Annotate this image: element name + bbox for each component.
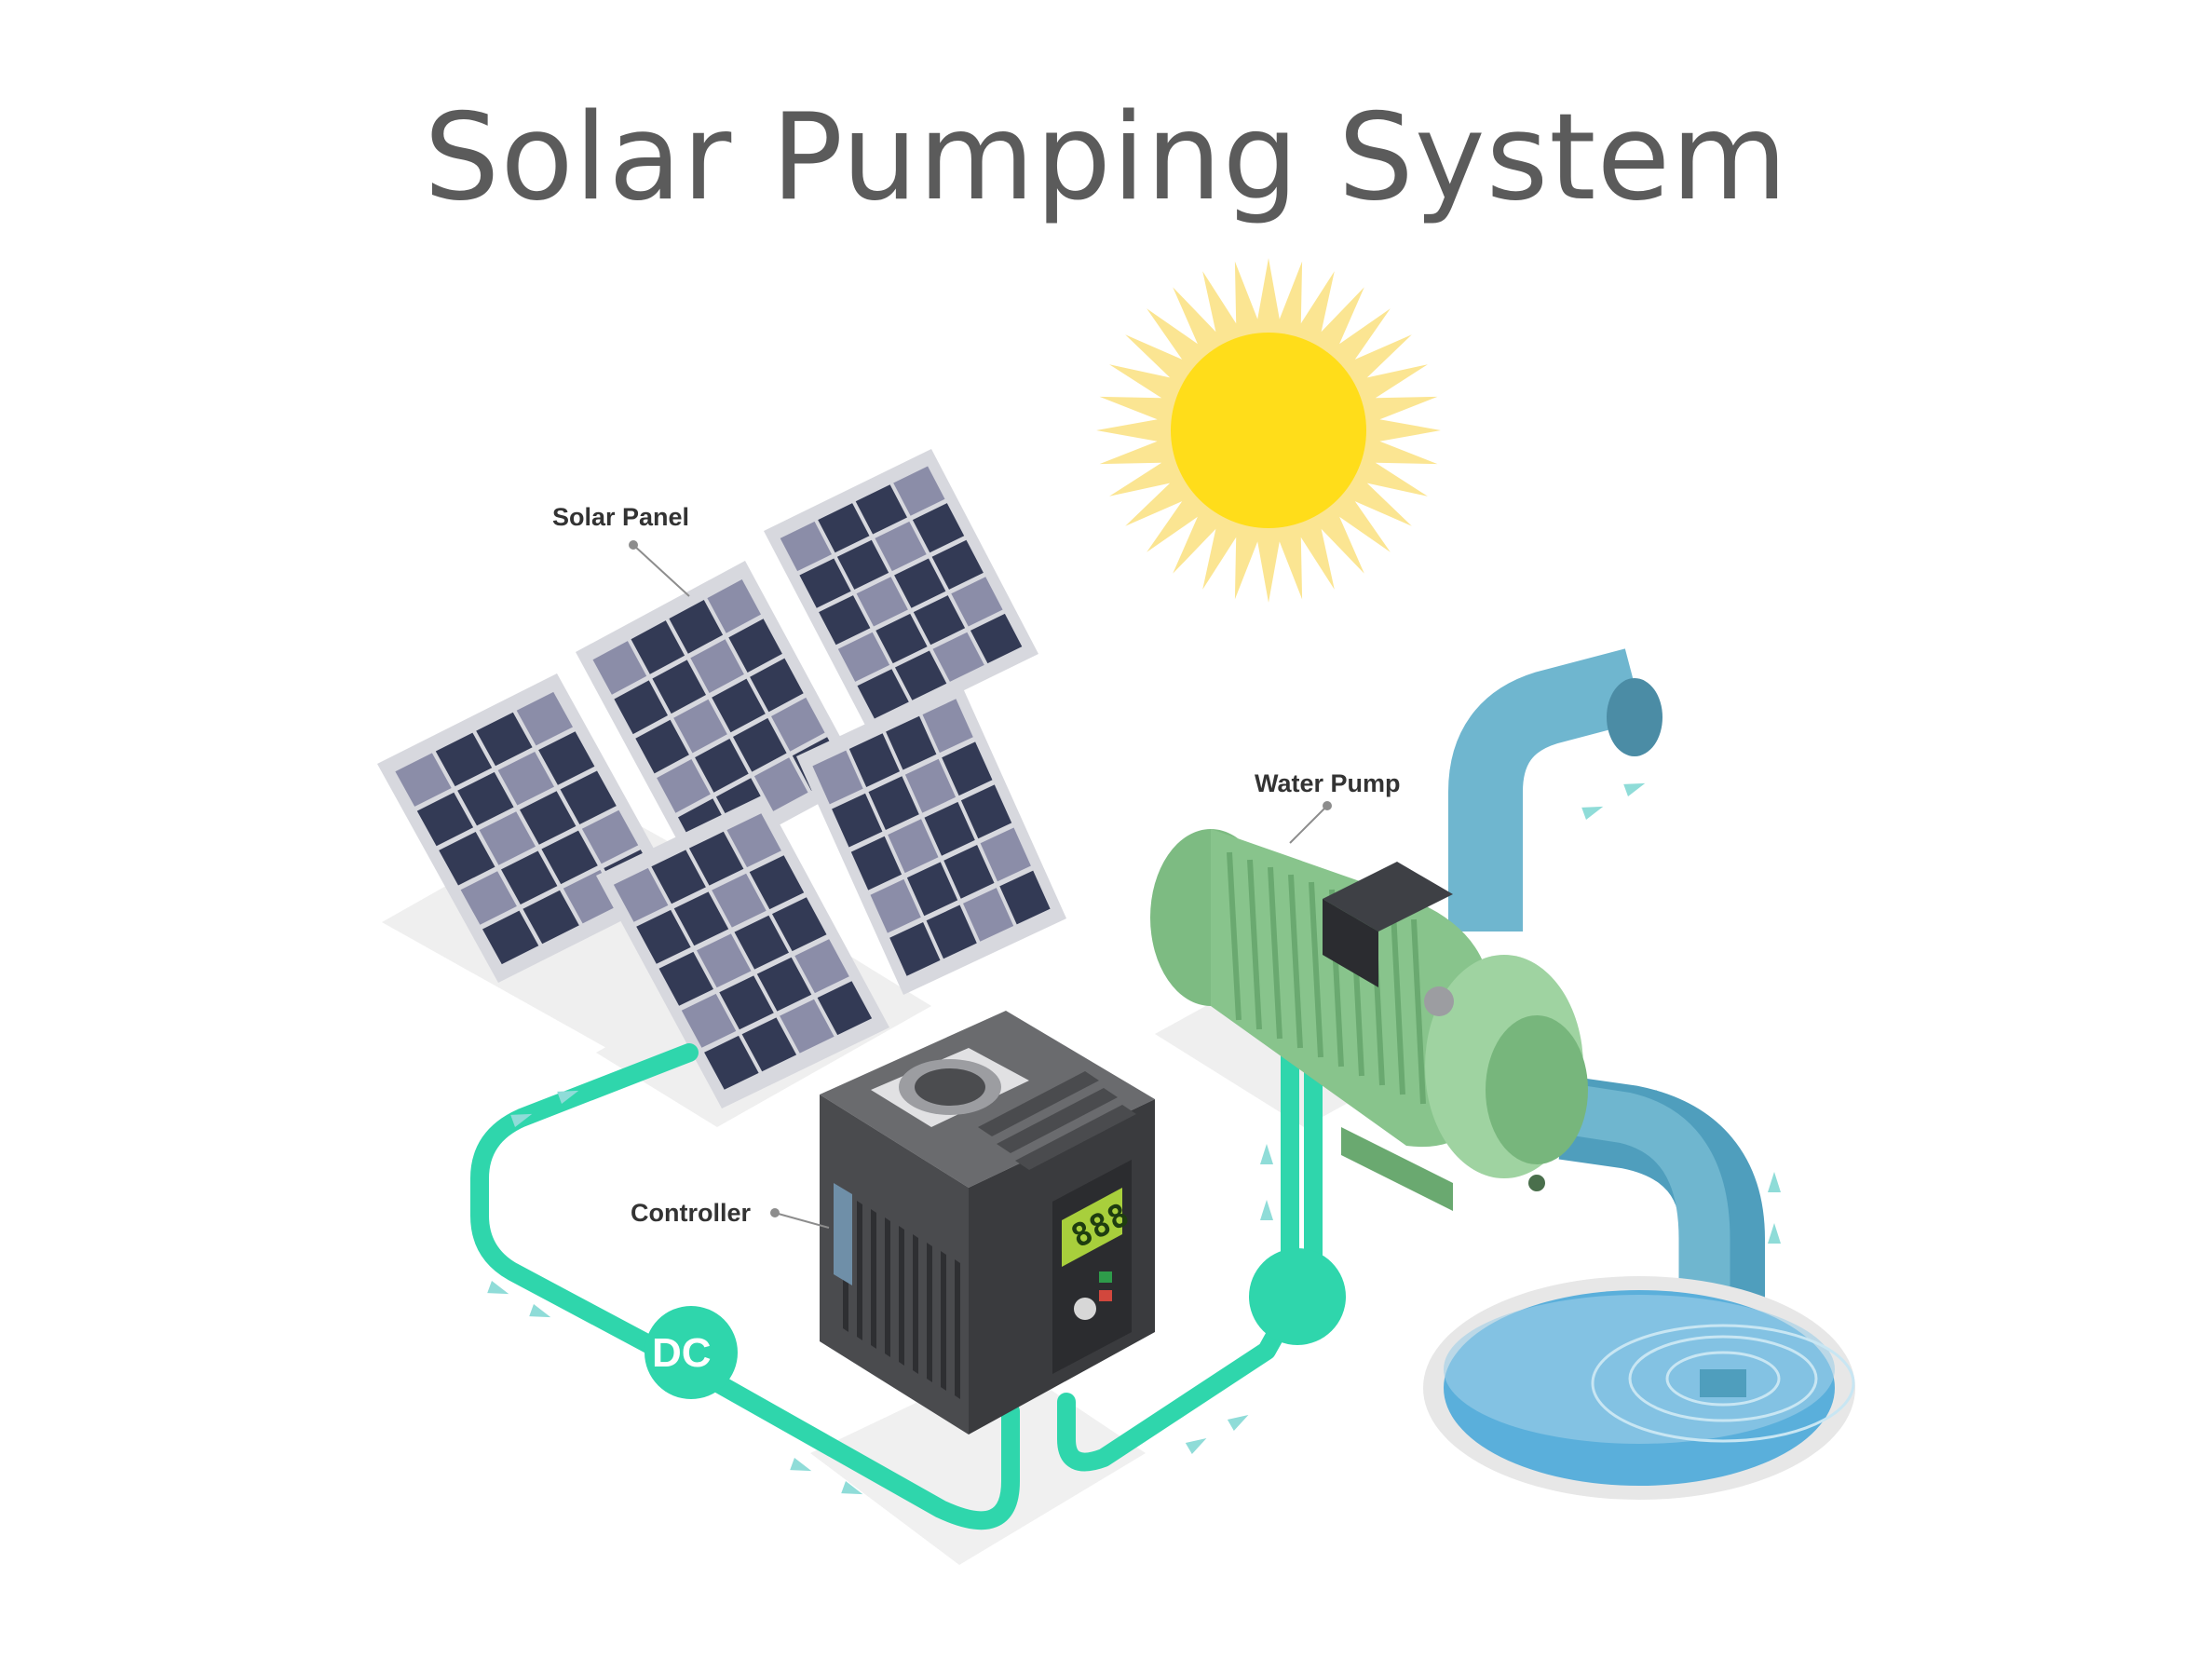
water-pump-icon	[1150, 829, 1588, 1211]
pipe-icon	[1448, 648, 1765, 1369]
page-title: Solar Pumping System	[424, 88, 1788, 227]
water-pump-label: Water Pump	[1255, 769, 1401, 797]
dc-node	[645, 1306, 738, 1399]
solar-panel-label: Solar Panel	[552, 503, 690, 531]
leader-lines	[629, 540, 1332, 1229]
junction-node	[1249, 1248, 1346, 1345]
controller-label: Controller	[631, 1199, 752, 1227]
controller-icon	[820, 1011, 1155, 1435]
solar-panel-icon	[377, 449, 1066, 1108]
sun-icon	[1096, 258, 1441, 603]
well-icon	[1423, 1276, 1855, 1500]
dc-label: DC	[652, 1330, 712, 1376]
